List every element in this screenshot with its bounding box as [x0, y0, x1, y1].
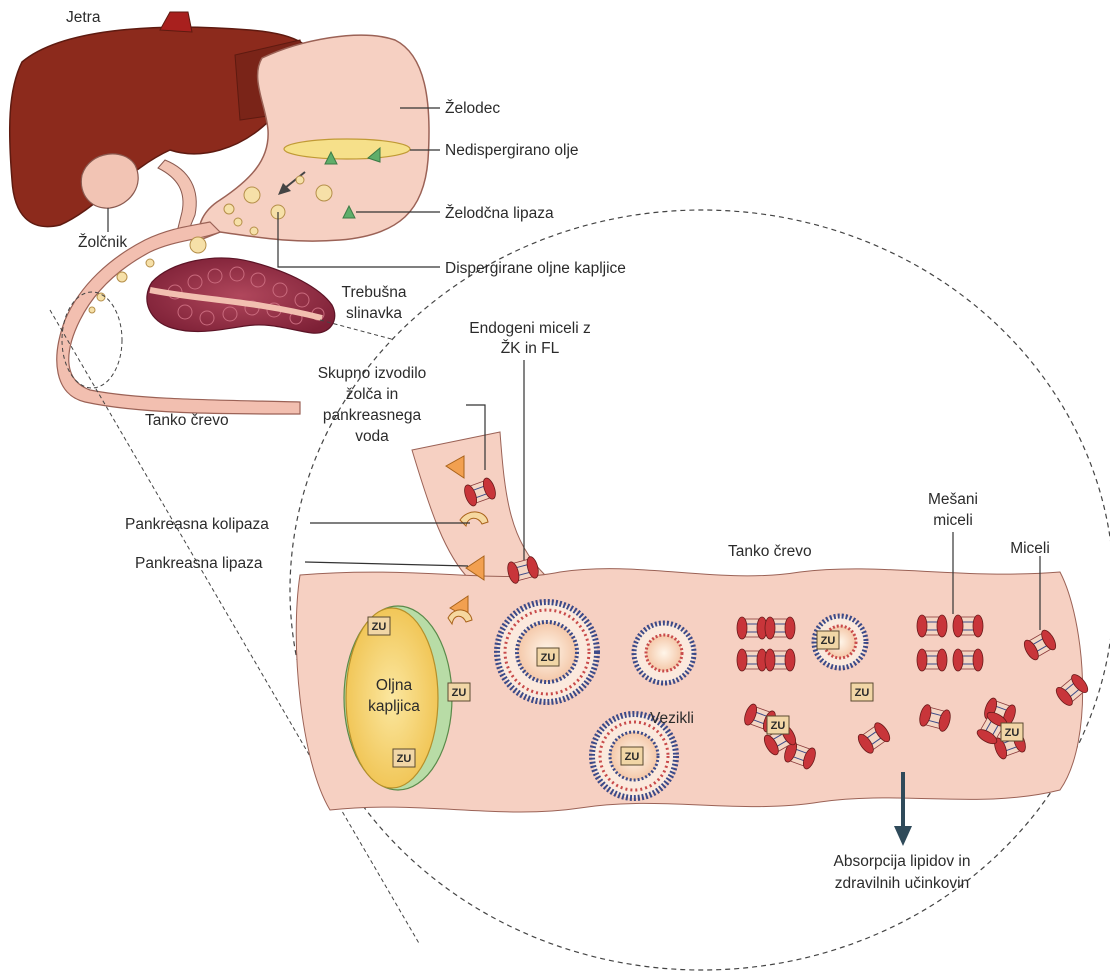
micelle — [917, 615, 947, 637]
micelle — [737, 649, 767, 671]
drug-tag-label: ZU — [1005, 727, 1020, 739]
label-stomach: Želodec — [445, 100, 500, 117]
label-common-duct-3: pankreasnega — [323, 407, 422, 424]
label-common-duct-1: Skupno izvodilo — [318, 365, 427, 382]
drug-tag-label: ZU — [541, 652, 556, 664]
drug-tag-label: ZU — [372, 621, 387, 633]
label-undispersed-oil: Nedispergirano olje — [445, 142, 579, 159]
micelle — [917, 649, 947, 671]
drug-tag: ZU — [448, 683, 470, 701]
cystic-duct — [158, 160, 196, 232]
label-pancreatic-lipase: Pankreasna lipaza — [135, 555, 263, 572]
label-endogenous-1: Endogeni miceli z — [469, 320, 590, 337]
micelle — [765, 617, 795, 639]
label-common-duct-4: voda — [355, 428, 389, 445]
label-pancreas-1: Trebušna — [342, 284, 407, 301]
micelle — [953, 615, 983, 637]
label-vesicles: Vezikli — [650, 710, 694, 727]
drug-tag: ZU — [817, 631, 839, 649]
label-dispersed-droplets: Dispergirane oljne kapljice — [445, 260, 626, 277]
label-absorption-1: Absorpcija lipidov in — [834, 853, 971, 870]
label-mixed-micelles-1: Mešani — [928, 491, 978, 508]
micelle — [765, 649, 795, 671]
label-pancreatic-colipase: Pankreasna kolipaza — [125, 516, 269, 533]
drug-tag: ZU — [537, 648, 559, 666]
label-pancreas-2: slinavka — [346, 305, 402, 322]
drug-tag-label: ZU — [855, 687, 870, 699]
drug-tag-label: ZU — [771, 720, 786, 732]
label-gallbladder: Žolčnik — [78, 234, 127, 251]
drug-tag-label: ZU — [625, 751, 640, 763]
label-endogenous-2: ŽK in FL — [501, 340, 560, 357]
drug-tag: ZU — [1001, 723, 1023, 741]
drug-tag-label: ZU — [452, 687, 467, 699]
vesicle-small — [634, 623, 694, 683]
drug-tag-label: ZU — [397, 753, 412, 765]
label-absorption-2: zdravilnih učinkovin — [835, 875, 969, 892]
drug-tag: ZU — [851, 683, 873, 701]
drug-tag: ZU — [767, 716, 789, 734]
label-small-intestine: Tanko črevo — [145, 412, 229, 429]
gallbladder — [81, 154, 138, 208]
label-gastric-lipase: Želodčna lipaza — [445, 205, 554, 222]
liver-vessel — [160, 12, 192, 32]
undispersed-oil-layer — [284, 139, 410, 159]
label-oil-droplet-2: kapljica — [368, 698, 420, 715]
label-common-duct-2: žolča in — [346, 386, 399, 403]
label-oil-droplet-1: Oljna — [376, 677, 413, 694]
drug-tag: ZU — [393, 749, 415, 767]
drug-tag: ZU — [621, 747, 643, 765]
label-mixed-micelles-2: miceli — [933, 512, 973, 529]
label-small-intestine-inset: Tanko črevo — [728, 543, 812, 560]
micelle — [737, 617, 767, 639]
label-liver: Jetra — [66, 9, 101, 26]
micelle — [953, 649, 983, 671]
drug-tag: ZU — [368, 617, 390, 635]
label-micelles: Miceli — [1010, 540, 1050, 557]
drug-tag-label: ZU — [821, 635, 836, 647]
